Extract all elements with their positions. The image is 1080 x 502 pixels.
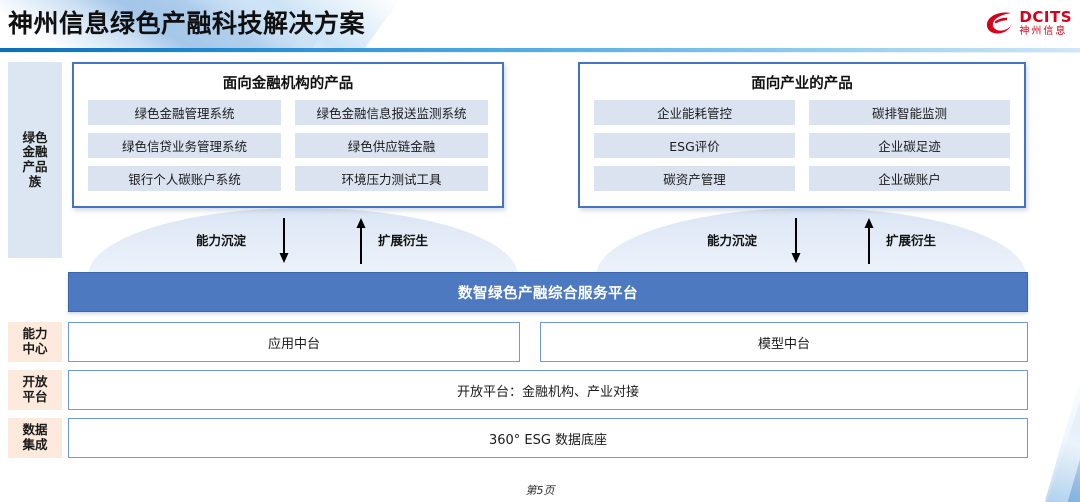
rail-text: 数据集成 [22, 422, 48, 452]
arrow-down-icon [789, 218, 803, 264]
logo-cn-text: 神州信息 [1019, 25, 1068, 37]
flow-label-expansion-derivation: 扩展衍生 [378, 233, 429, 248]
panel-title: 面向金融机构的产品 [222, 76, 354, 92]
rail-text: 开放平台 [22, 374, 48, 404]
corner-ribbon-decoration [1026, 358, 1080, 502]
rail-label-data-integration: 数据集成 [8, 418, 62, 458]
rail-label-product-family: 绿色金融产品族 [8, 62, 62, 258]
flow-label-capability-precipitation: 能力沉淀 [196, 233, 247, 248]
slide-body: 绿色金融产品族 能力中心 开放平台 数据集成 面向金融机构的产品 绿色金融管理系… [0, 56, 1080, 502]
arrow-up-icon [354, 218, 368, 264]
product-tile[interactable]: 环境压力测试工具 [295, 166, 488, 191]
arc-decoration-left [88, 208, 518, 276]
product-tile[interactable]: 银行个人碳账户系统 [88, 166, 281, 191]
page-footer: 第5页 [525, 484, 555, 497]
platform-banner[interactable]: 数智绿色产融综合服务平台 [68, 272, 1028, 312]
product-tile[interactable]: 绿色信贷业务管理系统 [88, 133, 281, 158]
rail-label-capability-center: 能力中心 [8, 322, 62, 362]
product-tile[interactable]: 企业能耗管控 [594, 100, 795, 125]
slide-header: 神州信息绿色产融科技解决方案 DCITS 神州信息 [0, 0, 1080, 48]
panel-tile-grid: 企业能耗管控 碳排智能监测 ESG评价 企业碳足迹 碳资产管理 企业碳账户 [594, 100, 1010, 191]
product-tile[interactable]: 企业碳足迹 [809, 133, 1010, 158]
logo-text: DCITS 神州信息 [1019, 7, 1072, 37]
header-divider-light [0, 52, 1080, 53]
box-model-midplatform[interactable]: 模型中台 [540, 322, 1028, 362]
product-tile[interactable]: 碳资产管理 [594, 166, 795, 191]
rail-label-open-platform: 开放平台 [8, 370, 62, 410]
swoosh-icon [985, 10, 1015, 36]
arrow-down-icon [277, 218, 291, 264]
panel-industry[interactable]: 面向产业的产品 企业能耗管控 碳排智能监测 ESG评价 企业碳足迹 碳资产管理 … [578, 62, 1026, 208]
flow-label-expansion-derivation: 扩展衍生 [886, 233, 937, 248]
flow-label-capability-precipitation: 能力沉淀 [707, 233, 758, 248]
product-tile[interactable]: 绿色金融管理系统 [88, 100, 281, 125]
rail-text: 绿色金融产品族 [22, 129, 48, 189]
box-application-midplatform[interactable]: 应用中台 [68, 322, 520, 362]
company-logo: DCITS 神州信息 [985, 6, 1072, 40]
logo-en-text: DCITS [1019, 7, 1072, 26]
product-tile[interactable]: 碳排智能监测 [809, 100, 1010, 125]
panel-financial-institutions[interactable]: 面向金融机构的产品 绿色金融管理系统 绿色金融信息报送监测系统 绿色信贷业务管理… [72, 62, 504, 208]
page-title: 神州信息绿色产融科技解决方案 [8, 9, 366, 38]
header-divider [0, 48, 1080, 52]
panel-title: 面向产业的产品 [751, 76, 853, 92]
product-tile[interactable]: ESG评价 [594, 133, 795, 158]
product-tile[interactable]: 企业碳账户 [809, 166, 1010, 191]
product-tile[interactable]: 绿色金融信息报送监测系统 [295, 100, 488, 125]
corner-ribbon-decoration [1031, 331, 1080, 502]
box-open-platform[interactable]: 开放平台：金融机构、产业对接 [68, 370, 1028, 410]
panel-tile-grid: 绿色金融管理系统 绿色金融信息报送监测系统 绿色信贷业务管理系统 绿色供应链金融… [88, 100, 488, 191]
platform-banner-label: 数智绿色产融综合服务平台 [458, 285, 638, 302]
box-data-base[interactable]: 360° ESG 数据底座 [68, 418, 1028, 458]
arrow-up-icon [862, 218, 876, 264]
product-tile[interactable]: 绿色供应链金融 [295, 133, 488, 158]
arc-decoration-right [596, 208, 1026, 276]
rail-text: 能力中心 [22, 326, 48, 356]
